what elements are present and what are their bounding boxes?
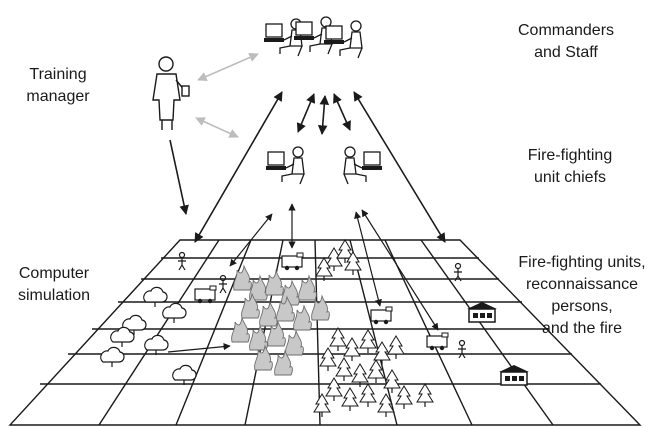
units-line-2: reconnaissance	[525, 276, 639, 293]
unit-chiefs-at-workstations-icon	[265, 146, 383, 185]
standing-person-icon	[152, 56, 190, 130]
fire-fighting-units-label: Fire-fighting units, reconnaissance pers…	[497, 252, 667, 340]
chief-to-unit-arrow-3	[354, 211, 382, 307]
commanders-chiefs-arrow-center	[317, 95, 330, 135]
units-line-1: Fire-fighting units,	[518, 254, 646, 271]
training-manager-line-2: manager	[26, 88, 90, 105]
commanders-label-line-1: Commanders	[517, 22, 615, 39]
computer-simulation-line-1: Computer	[18, 265, 90, 282]
unit-chiefs-label: Fire-fighting unit chiefs	[510, 145, 630, 189]
manager-to-simulation-arrow	[169, 139, 189, 215]
chief-to-unit-arrow-1	[229, 213, 273, 267]
fire-area	[231, 265, 330, 376]
commanders-at-workstations-icon	[263, 16, 363, 59]
chief-to-unit-arrow-4	[361, 209, 439, 331]
training-manager-line-1: Training	[29, 66, 87, 83]
truck-to-chief-arrow	[167, 343, 231, 353]
buildings	[466, 301, 530, 386]
commanders-chiefs-arrow-left	[296, 93, 316, 133]
commanders-chiefs-arrow-right	[333, 93, 351, 131]
computer-simulation-line-2: simulation	[17, 287, 91, 304]
unit-chiefs-line-2: unit chiefs	[533, 169, 607, 186]
units-line-3: persons,	[551, 298, 613, 315]
units-line-4: and the fire	[541, 320, 623, 337]
commanders-label-line-2: and Staff	[534, 44, 598, 61]
reconnaissance-persons	[178, 251, 466, 359]
training-manager-label: Training manager	[8, 64, 108, 108]
computer-simulation-label: Computer simulation	[4, 263, 104, 307]
manager-to-chiefs-arrow	[195, 117, 239, 138]
simulation-to-commanders-arrow-left	[194, 91, 283, 243]
unit-chiefs-line-1: Fire-fighting	[527, 147, 613, 164]
manager-to-commanders-arrow	[197, 53, 259, 81]
commanders-and-staff-label: Commanders and Staff	[506, 20, 626, 64]
